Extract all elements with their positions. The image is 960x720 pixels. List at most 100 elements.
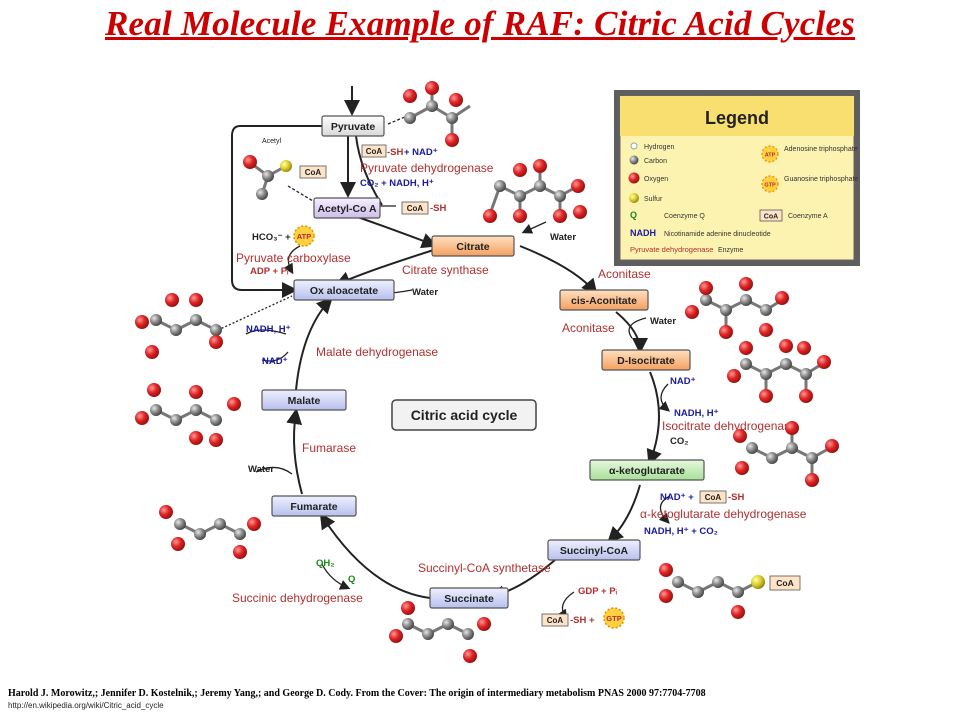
coa-box-1: CoA [361, 144, 387, 158]
svg-text:Succinate: Succinate [444, 593, 494, 605]
hco3-label: HCO₃⁻ + [252, 232, 291, 243]
legend-symbol-enzyme: Pyruvate dehydrogenase [630, 245, 713, 254]
hydrogen-icon [630, 142, 638, 150]
enzyme-fumarase: Fumarase [302, 441, 356, 455]
legend-item-carbon: Carbon [644, 158, 667, 165]
legend-item-sulfur: Sulfur [644, 196, 663, 203]
sh-label-1: -SH [387, 147, 404, 158]
enzyme-aconitase-2: Aconitase [562, 321, 615, 335]
metabolite-a-ketoglutarate: α-ketoglutarate [589, 459, 705, 481]
enzyme-succinyl-coa-synthetase: Succinyl-CoA synthetase [418, 561, 551, 575]
enzyme-akg-dehydrogenase: α-ketoglutarate dehydrogenase [640, 507, 807, 521]
legend-symbol-gtp: GTP [764, 183, 776, 189]
sulfur-icon [629, 193, 639, 203]
fumarate-molecule [159, 505, 261, 559]
oxygen-icon [628, 172, 640, 184]
gtp-icon: GTP [603, 607, 625, 629]
svg-text:Ox aloacetate: Ox aloacetate [310, 285, 378, 297]
sh-succ-label: -SH + [570, 615, 595, 626]
cycle-arrows [231, 86, 662, 602]
nad-left-label: NAD⁺ [262, 356, 288, 367]
legend-item-hydrogen: Hydrogen [644, 144, 674, 151]
source-url: http://en.wikipedia.org/wiki/Citric_acid… [8, 701, 164, 710]
coa-box-akg: CoA [699, 490, 727, 504]
svg-text:Fumarate: Fumarate [290, 501, 337, 513]
svg-text:GTP: GTP [606, 614, 621, 623]
metabolite-malate: Malate [261, 389, 347, 411]
citrate-molecule [483, 159, 587, 223]
legend-item-enzyme: Enzyme [718, 247, 743, 254]
enzyme-aconitase-1: Aconitase [598, 267, 651, 281]
svg-text:CoA: CoA [366, 147, 383, 156]
nadh-left-label: NADH, H⁺ [246, 324, 291, 335]
legend-item-nad: Nicotinamide adenine dinucleotide [664, 231, 771, 238]
gdp-pi-label: GDP + Pᵢ [578, 586, 618, 597]
svg-text:Acetyl-Co A: Acetyl-Co A [317, 203, 377, 215]
svg-text:Succinyl-CoA: Succinyl-CoA [560, 545, 629, 557]
metabolite-pyruvate: Pyruvate [321, 115, 385, 137]
svg-text:Pyruvate: Pyruvate [331, 121, 376, 133]
legend-title: Legend [705, 108, 769, 128]
nad-akg-label: NAD⁺ + [660, 492, 694, 503]
footer: Harold J. Morowitz,; Jennifer D. Kosteln… [8, 688, 706, 710]
legend-item-coenzyme-q: Coenzyme Q [664, 213, 705, 220]
a-ketoglutarate-molecule [733, 421, 839, 487]
oxaloacetate-molecule [135, 293, 223, 359]
legend-symbol-coa: CoA [764, 214, 778, 221]
legend-symbol-q: Q [630, 210, 637, 220]
co2-iso-label: CO₂ [670, 436, 688, 447]
svg-text:Citric acid cycle: Citric acid cycle [411, 407, 518, 423]
q-label: Q [348, 574, 355, 585]
coa-box-left: CoA [299, 165, 327, 179]
svg-text:CoA: CoA [705, 493, 722, 502]
atp-icon: ATP [293, 225, 315, 247]
legend-coa-icon [759, 209, 783, 222]
sh-akg-label: -SH [728, 492, 745, 503]
svg-text:CoA: CoA [776, 578, 793, 588]
nadh-akg-label: NADH, H⁺ + CO₂ [644, 526, 718, 537]
svg-text:CoA: CoA [305, 168, 322, 177]
citation-text: Harold J. Morowitz,; Jennifer D. Kosteln… [8, 688, 706, 699]
coa-box-succ: CoA [541, 613, 569, 627]
metabolite-cis-aconitate: cis-Aconitate [559, 289, 649, 311]
molecules [135, 81, 839, 663]
svg-text:ATP: ATP [297, 232, 311, 241]
enzyme-pyruvate-dehydrogenase: Pyruvate dehydrogenase [360, 161, 494, 175]
metabolite-succinate: Succinate [429, 587, 509, 609]
legend-symbol-atp: ATP [765, 153, 776, 159]
succinate-molecule [389, 601, 491, 663]
metabolite-oxaloacetate: Ox aloacetate [293, 279, 395, 301]
enzyme-succinic-dehydrogenase: Succinic dehydrogenase [232, 591, 363, 605]
legend-item-atp: Adenosine triphosphate [784, 146, 858, 153]
legend: Legend Hydrogen Carbon Oxygen Sulfur Q C… [614, 90, 860, 266]
svg-text:Malate: Malate [288, 395, 321, 407]
qh2-label: QH₂ [316, 558, 334, 569]
water-label-4: Water [248, 464, 274, 475]
legend-symbol-nadh: NADH [630, 228, 656, 238]
nadh-iso-label: NADH, H⁺ [674, 408, 719, 419]
center-label: Citric acid cycle [391, 399, 537, 431]
water-label-1: Water [550, 232, 576, 243]
legend-item-coa: Coenzyme A [788, 213, 828, 220]
svg-text:D-Isocitrate: D-Isocitrate [617, 355, 675, 367]
acetyl-small-label: Acetyl [262, 138, 282, 145]
malate-molecule [135, 383, 241, 447]
acetyl-molecule [243, 155, 292, 200]
coa-box-right: CoA [769, 575, 801, 591]
water-label-2: Water [412, 287, 438, 298]
metabolite-citrate: Citrate [431, 235, 515, 257]
legend-item-gtp: Guanosine triphosphate [784, 176, 858, 183]
coa-box-acetyl: CoA [401, 201, 429, 215]
nad-label-1: + NAD⁺ [404, 147, 438, 158]
succinyl-coa-molecule [659, 563, 765, 619]
metabolite-succinyl-coa: Succinyl-CoA [547, 539, 641, 561]
carbon-icon [629, 155, 639, 165]
sh-label-2: -SH [430, 203, 447, 214]
enzyme-isocitrate-dehydrogenase: Isocitrate dehydrogenase [662, 419, 797, 433]
svg-text:Citrate: Citrate [456, 241, 489, 253]
adp-pi-label: ADP + Pᵢ [250, 266, 289, 277]
metabolite-acetyl-coa: Acetyl-Co A [313, 197, 381, 219]
svg-text:cis-Aconitate: cis-Aconitate [571, 295, 637, 307]
enzyme-malate-dehydrogenase: Malate dehydrogenase [316, 345, 438, 359]
